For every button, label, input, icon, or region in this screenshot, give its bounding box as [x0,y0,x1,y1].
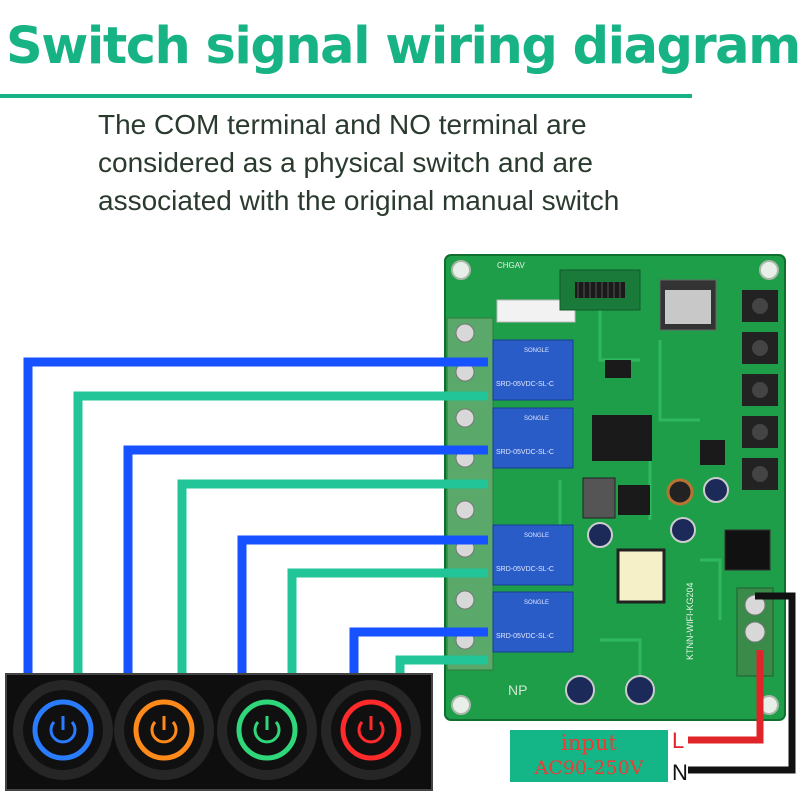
wire-live [688,650,764,744]
capacitor-4 [565,675,595,705]
wire-teal-1 [73,391,488,680]
wire-teal-2 [177,479,488,680]
description-line-1: The COM terminal and NO terminal are [98,109,587,140]
terminal-block-input [736,587,774,677]
power-wires [688,592,796,774]
wire-blue-3 [237,535,488,680]
terminal-block-left [446,317,494,671]
capacitor-3 [587,522,613,548]
ic-chip-1 [605,360,631,378]
capacitor-5 [625,675,655,705]
wire-neutral [688,592,796,774]
diagram-title: Switch signal wiring diagram [6,17,800,76]
push-button-red [321,680,421,780]
wire-blue-1 [23,357,488,680]
inductor [666,478,694,506]
relay-4-brand: SONGLE [524,600,549,606]
description-line-2: considered as a physical switch and are [98,147,593,178]
relay-3: SONGLE SRD-05VDC-SL-C [492,524,574,586]
neutral-label: N [672,760,688,785]
capacitor-2 [703,477,729,503]
relay-board: SONGLE SRD-05VDC-SL-C SONGLE SRD-05VDC-S… [444,254,786,721]
push-button-blue [13,680,113,780]
board-model-text: KTNN-WIFI-KG204 [685,582,695,660]
coil [575,282,625,298]
signal-wires [23,357,488,680]
wire-teal-3 [287,568,488,680]
tact-switches [742,290,778,490]
np-mark: NP [508,682,527,698]
regulator [582,477,616,519]
mount-hole-bl [451,695,471,715]
push-button-green [217,680,317,780]
description: The COM terminal and NO terminal are con… [98,106,698,220]
relay-1: SONGLE SRD-05VDC-SL-C [492,339,574,401]
wire-blue-2 [123,445,488,680]
push-button-orange [114,680,214,780]
transformer [616,548,666,604]
live-label: L [672,728,685,753]
description-line-3: associated with the original manual swit… [98,185,620,216]
relay-2: SONGLE SRD-05VDC-SL-C [492,407,574,469]
capacitor-1 [670,517,696,543]
pin-header [496,299,576,323]
relay-2-model: SRD-05VDC-SL-C [496,449,554,456]
button-strip [5,673,433,791]
relay-4-model: SRD-05VDC-SL-C [496,633,554,640]
board-brand-text: CHGAV [497,261,526,270]
title-underline [0,94,692,98]
mount-hole-tl [451,260,471,280]
wire-blue-4 [349,627,488,680]
ic-chip-2 [592,415,652,461]
input-power-box: input AC90-250V [510,730,668,782]
relay-1-brand: SONGLE [524,348,549,354]
relay-3-brand: SONGLE [524,533,549,539]
relay-2-brand: SONGLE [524,416,549,422]
relay-3-model: SRD-05VDC-SL-C [496,566,554,573]
mount-hole-tr [759,260,779,280]
input-label: input [561,731,617,755]
ic-chip-3 [700,440,725,465]
relay-1-model: SRD-05VDC-SL-C [496,381,554,388]
relay-4: SONGLE SRD-05VDC-SL-C [492,591,574,653]
dc-jack [724,529,771,571]
input-voltage-range: AC90-250V [534,757,644,779]
